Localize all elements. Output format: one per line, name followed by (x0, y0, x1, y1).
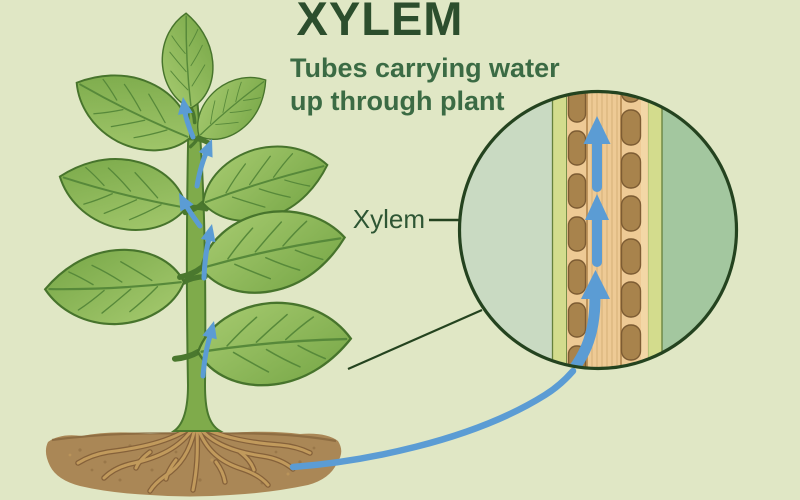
roots (75, 423, 313, 494)
xylem-cell (567, 302, 587, 338)
water-flow-arrow (200, 321, 217, 379)
water-flow-arrow (583, 116, 611, 192)
stem-water-arrows (177, 97, 217, 379)
xylem-cell (620, 238, 642, 275)
water-flow-arrow (200, 224, 216, 281)
xylem-strip (553, 93, 567, 367)
subtitle: Tubes carrying water up through plant (290, 52, 560, 118)
xylem-cell (567, 173, 587, 209)
water-flow-arrow (555, 270, 610, 367)
xylem-cell (620, 152, 642, 189)
xylem-cell (567, 93, 587, 123)
xylem-cell (622, 368, 641, 403)
xylem-label: Xylem (352, 204, 425, 234)
lens-pointer-line (347, 308, 483, 371)
subtitle-line-2: up through plant (290, 86, 505, 116)
water-flow-arrow (585, 194, 609, 267)
xylem-cell (567, 259, 587, 295)
xylem-cell (620, 281, 642, 318)
leaf (43, 246, 207, 328)
lens-water-arrows (555, 116, 611, 367)
xylem-cell (620, 195, 642, 232)
water-flow-curve (289, 367, 577, 471)
subtitle-line-1: Tubes carrying water (290, 53, 560, 83)
xylem-cell (620, 324, 642, 361)
water-flow-arrow (194, 139, 213, 189)
plant-illustration (43, 10, 354, 432)
water-flow-arrow (179, 193, 203, 229)
page-title: XYLEM (296, 0, 464, 45)
lens-border (457, 89, 739, 371)
water-flow-arrow (177, 97, 196, 140)
stem (170, 97, 224, 432)
xylem-cell (567, 130, 587, 166)
xylem-cell (567, 216, 587, 252)
xylem-cell (620, 109, 642, 146)
xylem-strip (648, 93, 662, 367)
